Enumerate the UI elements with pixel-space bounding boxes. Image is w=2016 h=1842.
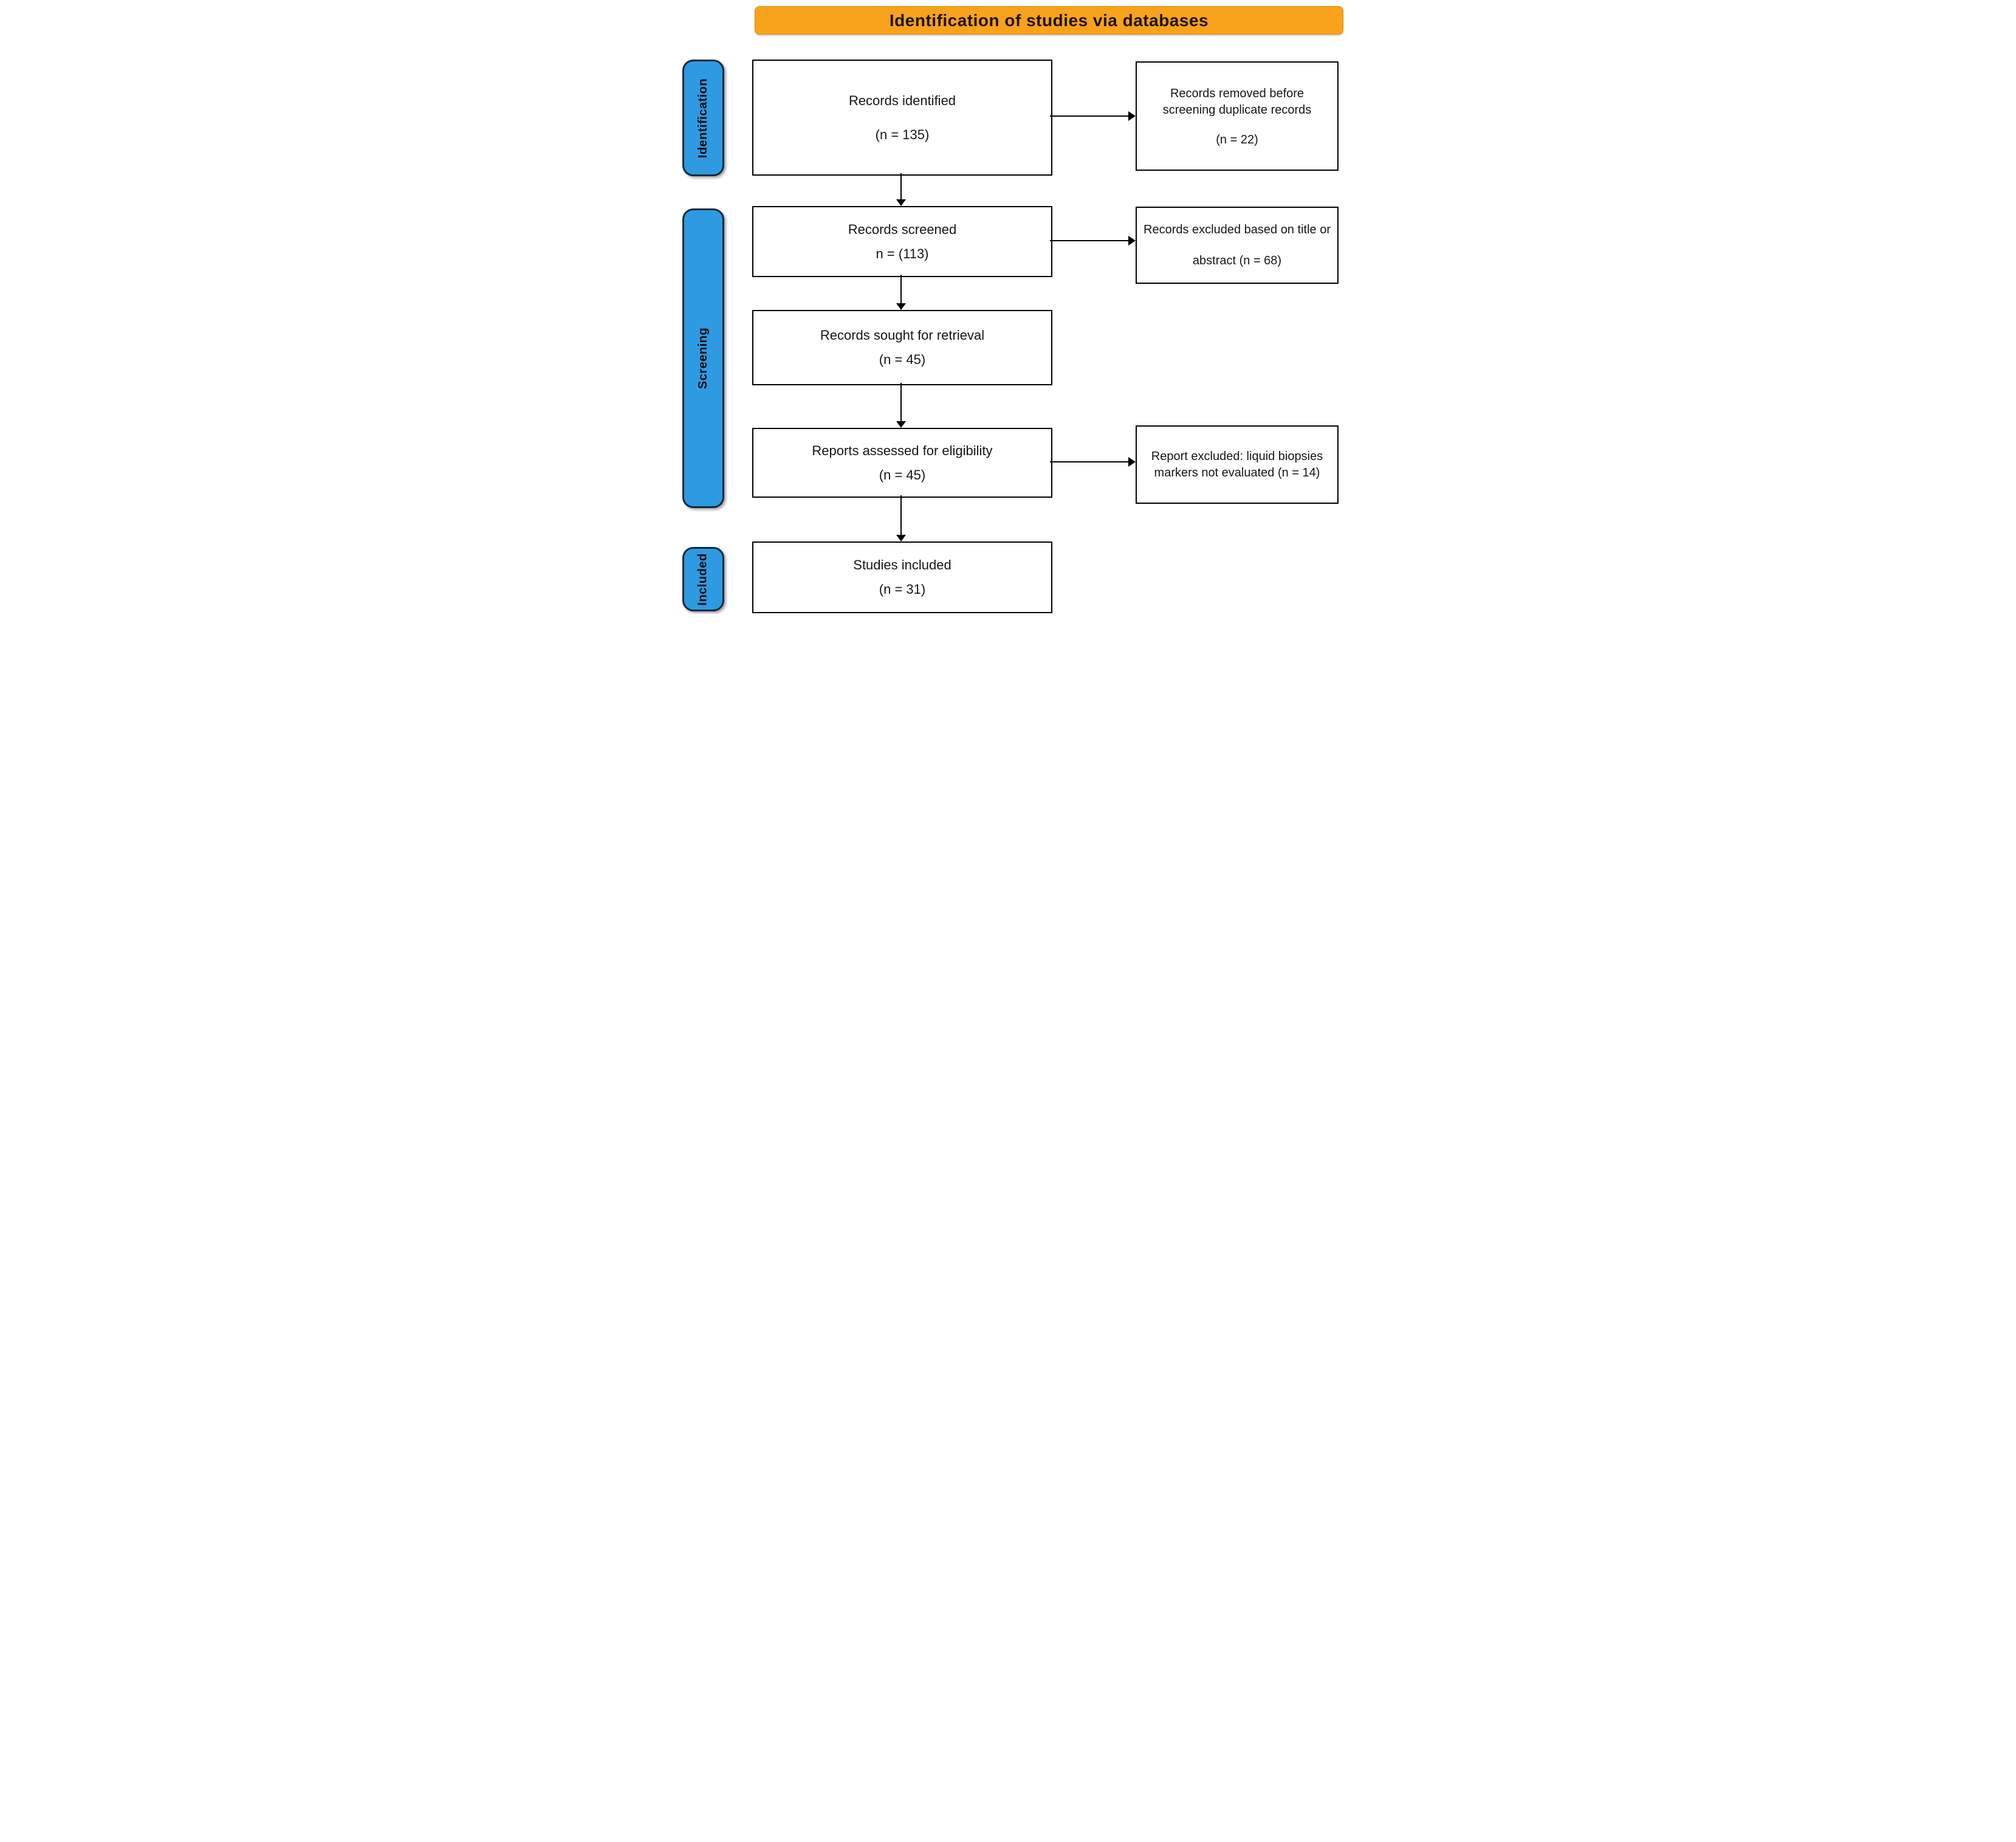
arrow-down-4-head [896,535,906,541]
stage-identification-label: Identification [696,78,710,158]
exclusion-box-label-line: screening duplicate records [1162,103,1312,117]
exclusion-box-markers-not-evaluated: Report excluded: liquid biopsies markers… [1136,425,1339,504]
flow-box-label: Studies included [853,557,951,572]
flow-box-count: (n = 45) [879,352,926,367]
arrow-right-3-stem [1050,461,1128,462]
arrow-down-1-head [896,199,906,206]
arrow-down-3-head [896,421,906,428]
flow-box-reports-assessed: Reports assessed for eligibility (n = 45… [752,428,1052,498]
arrow-right-1-stem [1050,115,1128,117]
exclusion-box-count: (n = 22) [1216,132,1258,146]
stage-screening-label: Screening [696,327,710,390]
arrow-down-2-stem [900,275,902,303]
exclusion-box-label-line: Report excluded: liquid biopsies [1151,449,1323,463]
exclusion-box-count: abstract (n = 68) [1192,253,1282,267]
exclusion-box-title-abstract: Records excluded based on title or abstr… [1136,207,1339,284]
stage-included: Included [682,547,724,611]
flow-box-count: (n = 45) [879,467,926,483]
arrow-down-1-stem [900,173,902,199]
arrow-right-2-head [1128,236,1136,246]
flow-box-count: (n = 31) [879,582,926,597]
flow-box-records-sought: Records sought for retrieval (n = 45) [752,310,1052,385]
exclusion-box-count: markers not evaluated (n = 14) [1154,466,1320,479]
banner: Identification of studies via databases [755,6,1343,35]
flow-box-count: n = (113) [876,246,929,261]
stage-identification: Identification [682,60,724,176]
flow-box-label: Records screened [848,221,957,237]
arrow-right-2-stem [1050,240,1128,241]
flow-box-label: Reports assessed for eligibility [812,442,993,458]
flow-box-label: Records sought for retrieval [820,328,985,343]
stage-screening: Screening [682,208,724,508]
arrow-right-1-head [1128,111,1136,121]
arrow-down-3-stem [900,383,902,421]
flow-box-studies-included: Studies included (n = 31) [752,541,1052,613]
exclusion-box-label-line: Records removed before [1170,86,1305,100]
stage-included-label: Included [696,552,710,606]
arrow-right-3-head [1128,457,1136,467]
exclusion-box-duplicates: Records removed before screening duplica… [1136,61,1339,171]
diagram-title: Identification of studies via databases [889,10,1209,30]
flow-box-count: (n = 135) [875,126,930,142]
arrow-down-4-stem [900,495,902,535]
arrow-down-2-head [896,303,906,310]
prisma-flow-diagram: Identification of studies via databases … [672,0,1344,614]
flow-box-label: Records identified [848,92,956,108]
flow-box-records-identified: Records identified (n = 135) [752,60,1052,176]
exclusion-box-label-line: Records excluded based on title or [1143,222,1331,236]
flow-box-records-screened: Records screened n = (113) [752,206,1052,277]
